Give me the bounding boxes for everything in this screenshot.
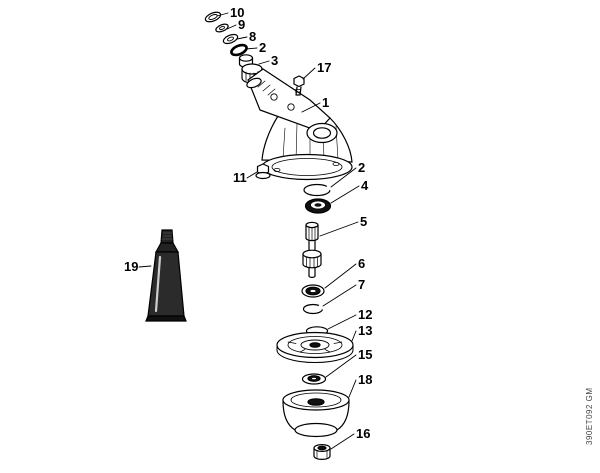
edge-watermark: 390ET092 GM <box>585 387 594 445</box>
part-rotor-disc <box>276 331 354 363</box>
callout-16: 16 <box>356 426 370 441</box>
callout-19: 19 <box>124 259 138 274</box>
callout-13: 13 <box>358 323 372 338</box>
part-ring <box>303 183 333 197</box>
part-screw-top <box>293 75 305 96</box>
callout-2-mid: 2 <box>358 160 365 175</box>
part-bearing-upper <box>304 198 332 214</box>
callout-2-top: 2 <box>259 40 266 55</box>
part-lock-ring <box>204 11 222 23</box>
part-cup <box>282 389 350 438</box>
part-washer-bottom <box>301 373 327 385</box>
leader-lines <box>138 12 360 450</box>
callout-18: 18 <box>358 372 372 387</box>
part-bearing-lower <box>301 284 325 298</box>
part-gear-housing <box>246 68 353 181</box>
callout-6: 6 <box>358 256 365 271</box>
callout-4: 4 <box>361 178 369 193</box>
part-snap-ring <box>302 303 326 315</box>
part-shim-ring <box>230 43 248 57</box>
part-washer-small <box>215 23 229 33</box>
part-collar-nut <box>313 444 331 460</box>
callout-11: 11 <box>233 170 247 185</box>
callout-15: 15 <box>358 347 372 362</box>
callout-3: 3 <box>271 53 278 68</box>
callout-10: 10 <box>230 5 244 20</box>
callout-7: 7 <box>358 277 365 292</box>
part-grease-tube <box>145 229 187 322</box>
callout-1: 1 <box>322 95 329 110</box>
part-screw-side <box>255 163 271 180</box>
part-gear-shaft <box>302 221 322 278</box>
part-washer-large <box>222 33 239 45</box>
callout-5: 5 <box>360 214 367 229</box>
callout-9: 9 <box>238 17 245 32</box>
callout-17: 17 <box>317 60 331 75</box>
callout-8: 8 <box>249 29 256 44</box>
callout-12: 12 <box>358 307 372 322</box>
